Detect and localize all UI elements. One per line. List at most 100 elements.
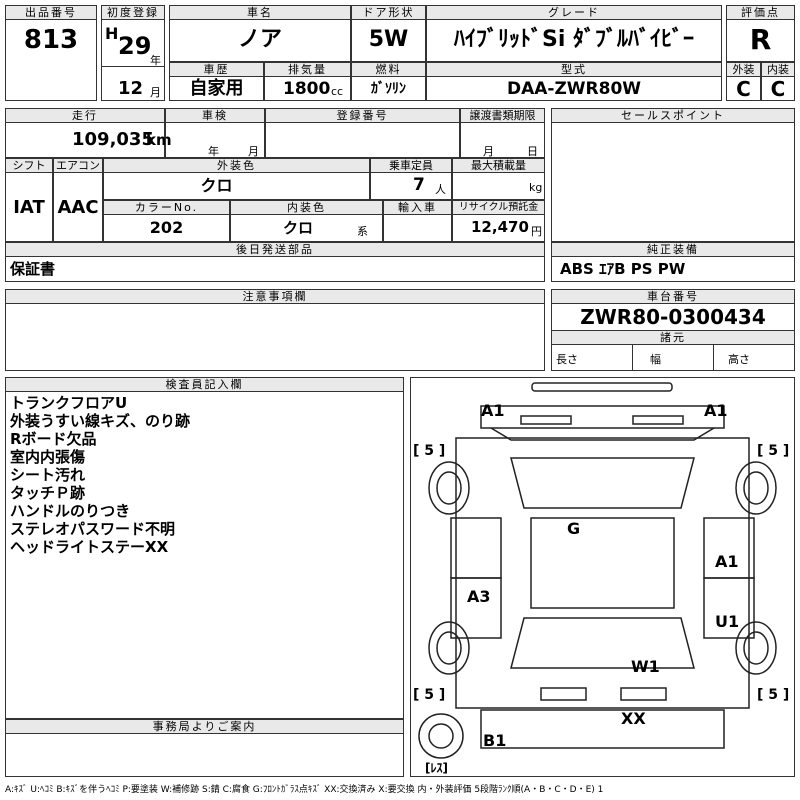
mileage-box: 走行 109,035 km (5, 108, 172, 158)
inspection-box: 車検 年 月 (165, 108, 265, 158)
mark-a1-left: A1 (481, 401, 505, 420)
grade-label: グレード (427, 6, 721, 20)
history: 自家用 (189, 78, 244, 99)
notes-box: 注意事項欄 (5, 289, 545, 371)
int-color-label: 内装色 (231, 201, 382, 215)
ext-grade-box: 外装 C (726, 62, 761, 101)
import-label: 輸入車 (384, 201, 451, 215)
transfer-day: 日 (527, 145, 538, 158)
recycle-box: リサイクル預託金 12,470 円 (452, 200, 545, 242)
notes-label: 注意事項欄 (6, 290, 544, 304)
mark-a1-side: A1 (715, 552, 739, 571)
load-label: 最大積載量 (453, 159, 544, 173)
transfer-box: 譲渡書類期限 月 日 (460, 108, 545, 158)
shift-box: シフト IAT (5, 158, 53, 242)
ext-color: クロ (200, 176, 233, 195)
sales-point-label: セールスポイント (552, 109, 794, 123)
spec-width: 幅 (650, 353, 661, 366)
inspector-note-line: Rボード欠品 (10, 430, 97, 448)
grade: ﾊｲﾌﾞﾘｯﾄﾞSi ﾀﾞﾌﾞﾙﾊﾞｲﾋﾞｰ (453, 27, 695, 52)
tire-rl: [ 5 ] (413, 687, 445, 703)
seats: 7 (413, 175, 425, 195)
shift-label: シフト (6, 159, 52, 173)
spare-less: [ﾚｽ] (425, 761, 448, 775)
grade-box: グレード ﾊｲﾌﾞﾘｯﾄﾞSi ﾀﾞﾌﾞﾙﾊﾞｲﾋﾞｰ (426, 5, 722, 62)
era: H (105, 24, 119, 43)
mark-b1: B1 (483, 731, 506, 750)
car-name: ノア (237, 27, 282, 52)
car-diagram-box: A1 A1 G A1 A3 U1 W1 XX B1 [ 5 ] [ 5 ] [ … (410, 377, 795, 777)
inspector-label: 検査員記入欄 (6, 378, 403, 392)
ext-grade-label: 外装 (727, 63, 760, 77)
model-box: 型式 DAA-ZWR80W (426, 62, 722, 101)
later-parts: 保証書 (10, 260, 56, 278)
ac-box: エアコン AAC (53, 158, 103, 242)
recycle-label: リサイクル預託金 (453, 201, 544, 215)
mark-xx: XX (621, 709, 646, 728)
mark-g: G (567, 519, 580, 538)
year-unit: 年 (150, 54, 161, 67)
legend: A:ｷｽﾞ U:ﾍｺﾐ B:ｷｽﾞを伴うﾍｺﾐ P:要塗装 W:補修跡 S:錆 … (5, 785, 604, 795)
load-box: 最大積載量 kg (452, 158, 545, 200)
int-grade-label: 内装 (762, 63, 794, 77)
specs-label: 諸元 (552, 330, 794, 345)
int-color: クロ (283, 219, 314, 237)
shift: IAT (13, 197, 45, 218)
seats-box: 乗車定員 7 人 (370, 158, 452, 200)
int-color-box: 内装色 クロ 系 (230, 200, 383, 242)
chassis-label: 車台番号 (552, 290, 794, 304)
lot-number: 813 (23, 25, 79, 55)
chassis: ZWR80-0300434 (580, 305, 766, 329)
inspection-month-unit: 月 (248, 145, 259, 158)
mileage: 109,035 (72, 129, 154, 150)
model-label: 型式 (427, 63, 721, 77)
equipment-label: 純正装備 (552, 243, 794, 257)
fuel-label: 燃料 (352, 63, 425, 77)
recycle-unit: 円 (531, 225, 542, 238)
inspector-note-line: ハンドルのりつき (10, 502, 131, 520)
int-color-unit: 系 (357, 225, 368, 238)
history-label: 車歴 (170, 63, 263, 77)
history-box: 車歴 自家用 (169, 62, 264, 101)
score-label: 評価点 (727, 6, 794, 20)
displacement: 1800 (283, 79, 331, 99)
displacement-unit: cc (331, 85, 344, 98)
later-parts-box: 後日発送部品 保証書 (5, 242, 545, 282)
ac: AAC (57, 197, 99, 218)
car-name-label: 車名 (170, 6, 350, 20)
door-type: 5W (368, 27, 409, 52)
equipment: ABS ｴｱB PS PW (560, 260, 686, 278)
transfer-month: 月 (483, 145, 494, 158)
ext-color-box: 外装色 クロ (103, 158, 370, 200)
lot-box: 出品番号 813 (5, 5, 97, 101)
displacement-label: 排気量 (265, 63, 350, 77)
reg-month: 12 (118, 78, 144, 99)
inspector-note-line: 室内内張傷 (10, 448, 86, 466)
door-label: ドア形状 (352, 6, 425, 20)
inspector-note-line: シート汚れ (10, 466, 86, 484)
fuel-box: 燃料 ｶﾞｿﾘﾝ (351, 62, 426, 101)
door-box: ドア形状 5W (351, 5, 426, 62)
ac-label: エアコン (54, 159, 102, 173)
inspector-note-line: 外装うすい線キズ、のり跡 (10, 412, 191, 430)
mark-a3: A3 (467, 587, 491, 606)
inspector-note-line: トランクフロアU (10, 394, 128, 412)
inspector-note-line: ステレオパスワード不明 (10, 520, 176, 538)
office-label: 事務局よりご案内 (6, 720, 403, 734)
sales-point-box: セールスポイント (551, 108, 795, 242)
displacement-box: 排気量 1800 cc (264, 62, 351, 101)
equipment-box: 純正装備 ABS ｴｱB PS PW (551, 242, 795, 282)
inspection-label: 車検 (166, 109, 264, 123)
int-grade: C (770, 77, 786, 101)
lot-label: 出品番号 (6, 6, 96, 20)
model: DAA-ZWR80W (506, 79, 642, 99)
car-name-box: 車名 ノア (169, 5, 351, 62)
spec-height: 高さ (728, 353, 750, 366)
score-box: 評価点 R (726, 5, 795, 62)
spec-length: 長さ (556, 353, 578, 366)
tire-rr: [ 5 ] (757, 687, 789, 703)
inspector-note-line: ヘッドライトステーXX (10, 538, 169, 556)
later-parts-label: 後日発送部品 (6, 243, 544, 257)
ext-grade: C (736, 77, 751, 101)
